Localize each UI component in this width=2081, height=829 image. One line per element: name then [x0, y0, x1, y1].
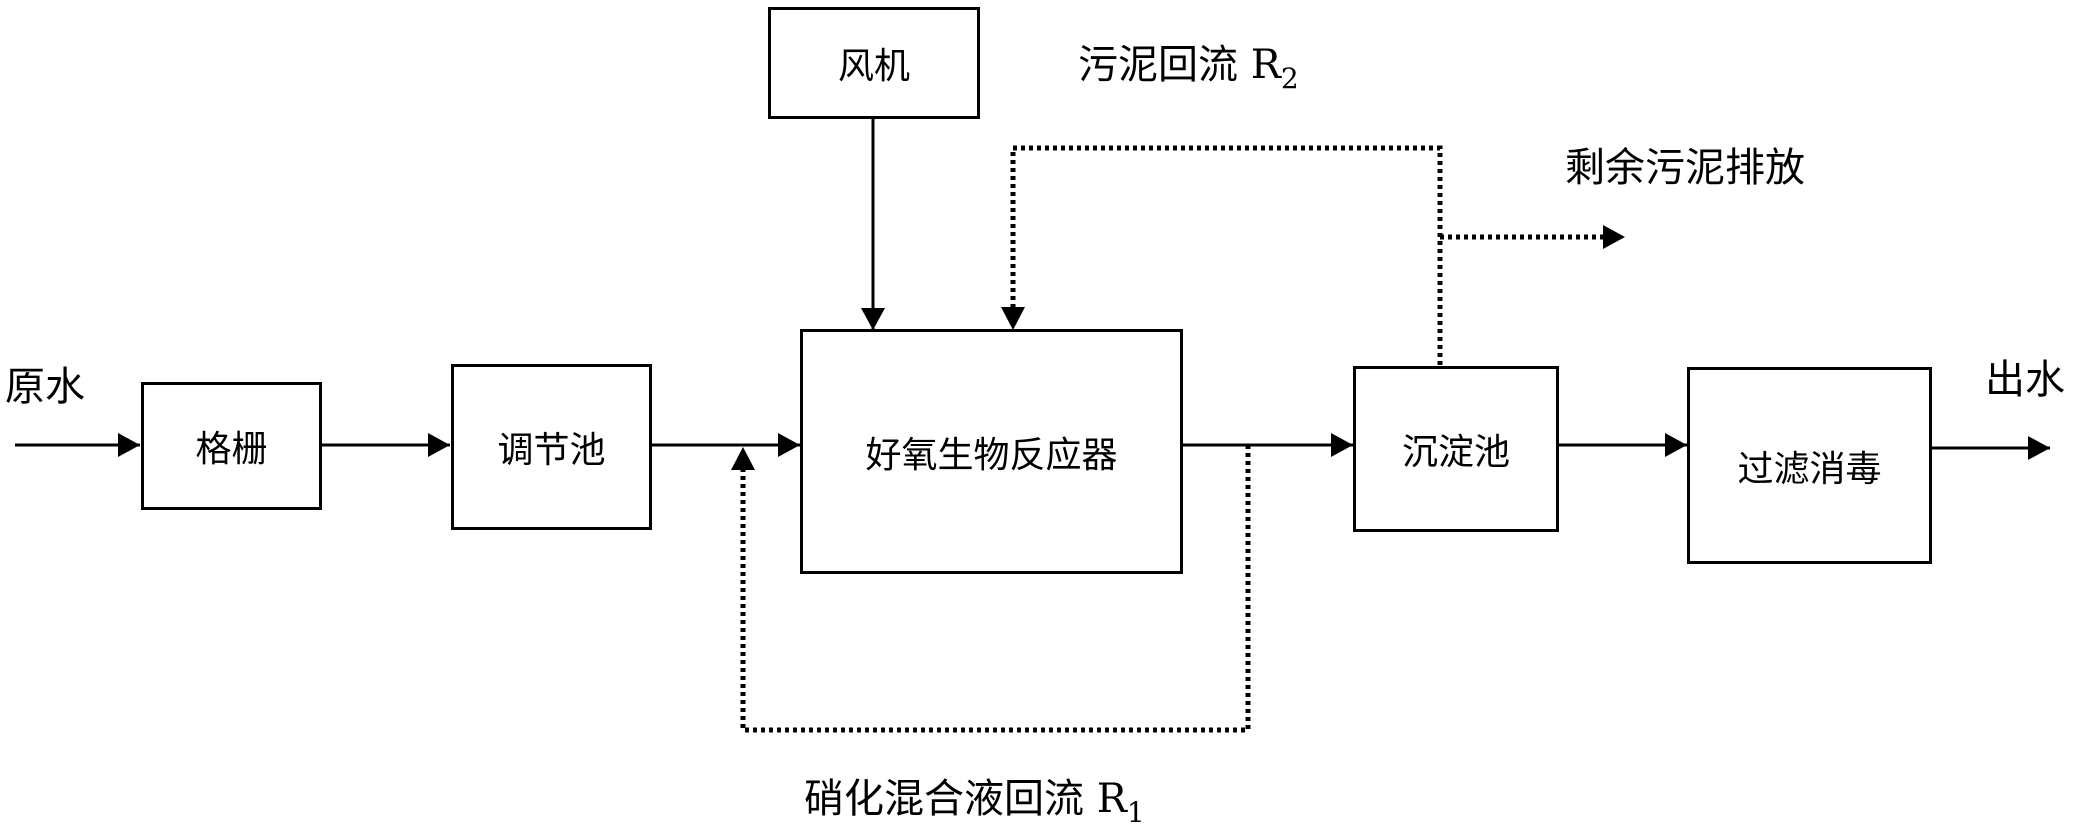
blower-label: 风机 [837, 46, 910, 87]
aerobic-reactor-box: 好氧生物反应器 [800, 329, 1183, 574]
equalization-tank-box: 调节池 [451, 364, 652, 530]
equalization-tank-label: 调节池 [497, 430, 606, 471]
aerobic-reactor-label: 好氧生物反应器 [865, 434, 1118, 476]
nitrified-return-text: 硝化混合液回流 R [804, 776, 1127, 822]
sedimentation-tank-label: 沉淀池 [1401, 432, 1510, 473]
screen-label: 格栅 [195, 429, 268, 470]
nitrified-return-label: 硝化混合液回流 R1 [804, 776, 1145, 827]
filtration-disinfection-box: 过滤消毒 [1687, 367, 1932, 564]
nitrified-return-subscript: 1 [1126, 796, 1145, 829]
effluent-label: 出水 [1985, 357, 2065, 403]
blower-box: 风机 [768, 7, 980, 119]
sedimentation-tank-box: 沉淀池 [1353, 366, 1559, 532]
filtration-disinfection-label: 过滤消毒 [1737, 448, 1882, 490]
raw-water-label: 原水 [5, 364, 85, 410]
sludge-return-subscript: 2 [1280, 62, 1299, 95]
screen-box: 格栅 [141, 382, 322, 510]
sludge-return-label: 污泥回流 R2 [1078, 42, 1299, 93]
excess-sludge-label: 剩余污泥排放 [1565, 145, 1805, 191]
nitrified-return-line [740, 445, 1251, 733]
sludge-return-text: 污泥回流 R [1078, 42, 1281, 88]
